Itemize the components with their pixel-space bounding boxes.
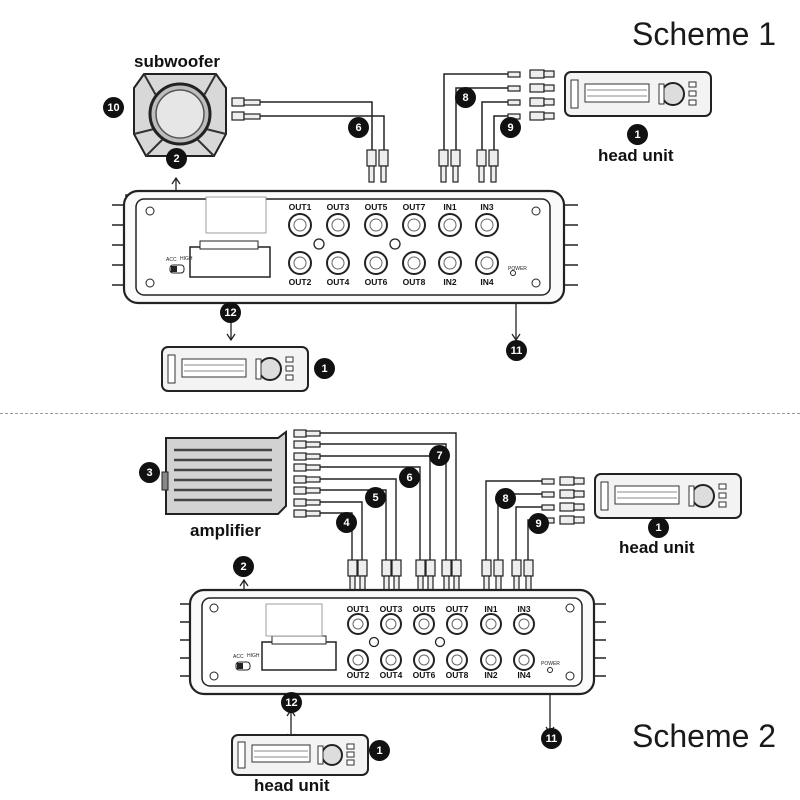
- head-unit-label-top: head unit: [598, 146, 674, 165]
- badge-1-bottom: 1: [369, 740, 390, 761]
- head-unit-icon: [564, 71, 712, 117]
- badge-8-top: 8: [455, 87, 476, 108]
- port-label-out7-top: OUT7: [402, 202, 426, 212]
- power-label-bottom: POWER: [541, 661, 560, 667]
- port-label-out8-top: OUT8: [402, 277, 426, 287]
- amplifier-label: amplifier: [190, 521, 261, 540]
- badge-1-right: 1: [648, 517, 669, 538]
- port-label-out6-top: OUT6: [364, 277, 388, 287]
- badge-5: 5: [365, 487, 386, 508]
- port-label-in4-top: IN4: [480, 277, 494, 287]
- port-label-in2-top: IN2: [443, 277, 457, 287]
- port-label-out1-bottom: OUT1: [346, 604, 370, 614]
- switch-acc-label-bottom: ACC: [233, 654, 244, 660]
- badge-4: 4: [336, 512, 357, 533]
- port-label-out5-bottom: OUT5: [412, 604, 436, 614]
- port-label-out3-bottom: OUT3: [379, 604, 403, 614]
- switch-high-label-bottom: HIGH: [247, 653, 260, 659]
- port-jacks-1: [288, 213, 499, 275]
- badge-11-top: 11: [506, 340, 527, 361]
- power-label-top: POWER: [508, 266, 527, 272]
- port-label-in1-bottom: IN1: [484, 604, 498, 614]
- scheme-2-cables: [239, 429, 585, 742]
- head-unit-icon: [594, 473, 742, 519]
- port-label-in3-bottom: IN3: [517, 604, 531, 614]
- badge-1-top: 1: [627, 124, 648, 145]
- subwoofer-icon: [133, 73, 227, 157]
- badge-9-bottom: 9: [528, 513, 549, 534]
- switch-high-label-top: HIGH: [180, 256, 193, 262]
- badge-8-bottom: 8: [495, 488, 516, 509]
- badge-12-top: 12: [220, 302, 241, 323]
- port-label-out2-bottom: OUT2: [346, 670, 370, 680]
- port-label-in4-bottom: IN4: [517, 670, 531, 680]
- subwoofer-label: subwoofer: [134, 52, 220, 71]
- badge-12-bottom: 12: [281, 692, 302, 713]
- scheme-2-title: Scheme 2: [632, 718, 777, 754]
- port-label-in1-top: IN1: [443, 202, 457, 212]
- port-label-out5-top: OUT5: [364, 202, 388, 212]
- head-unit-icon: [231, 734, 369, 776]
- badge-2-bottom: 2: [233, 556, 254, 577]
- badge-6-bottom: 6: [399, 467, 420, 488]
- badge-3: 3: [139, 462, 160, 483]
- port-label-out3-top: OUT3: [326, 202, 350, 212]
- port-label-out8-bottom: OUT8: [445, 670, 469, 680]
- port-label-out4-top: OUT4: [326, 277, 350, 287]
- badge-9-top: 9: [500, 117, 521, 138]
- badge-7: 7: [429, 445, 450, 466]
- port-label-in3-top: IN3: [480, 202, 494, 212]
- scheme-divider: [0, 413, 800, 414]
- port-label-out4-bottom: OUT4: [379, 670, 403, 680]
- port-label-out2-top: OUT2: [288, 277, 312, 287]
- scheme-1-title: Scheme 1: [632, 16, 777, 52]
- port-label-out6-bottom: OUT6: [412, 670, 436, 680]
- port-label-in2-bottom: IN2: [484, 670, 498, 680]
- amplifier-icon: [161, 430, 287, 515]
- badge-6-top: 6: [348, 117, 369, 138]
- badge-2-top: 2: [166, 148, 187, 169]
- badge-1-bottom-left: 1: [314, 358, 335, 379]
- badge-10: 10: [103, 97, 124, 118]
- port-label-out1-top: OUT1: [288, 202, 312, 212]
- head-unit-label-bottom: head unit: [254, 776, 330, 795]
- head-unit-label-right: head unit: [619, 538, 695, 557]
- switch-acc-label-top: ACC: [166, 257, 177, 263]
- port-jacks-2: [347, 613, 535, 671]
- port-label-out7-bottom: OUT7: [445, 604, 469, 614]
- badge-11-bottom: 11: [541, 728, 562, 749]
- head-unit-icon: [161, 346, 309, 392]
